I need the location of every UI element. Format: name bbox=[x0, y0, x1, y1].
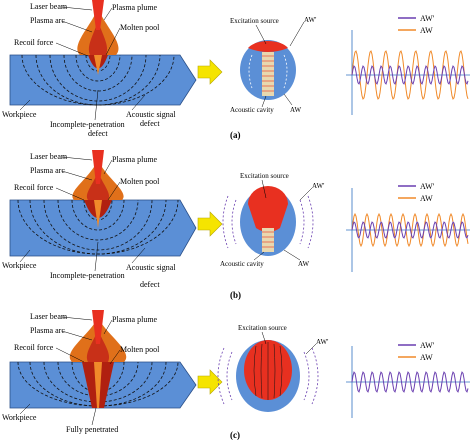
panel-a: Laser beam Plasma arc Plasma plume Molte… bbox=[2, 0, 470, 140]
legend-aw-b: AW bbox=[420, 194, 433, 203]
label-laser-beam-b: Laser beam bbox=[30, 152, 68, 161]
label-molten-pool-c: Molten pool bbox=[120, 345, 160, 354]
excitation-source-b bbox=[248, 186, 288, 232]
label-acoustic-signal-a: Acoustic signal bbox=[126, 110, 176, 119]
panel-b: Laser beam Plasma arc Plasma plume Molte… bbox=[2, 150, 470, 300]
signal-aw-a bbox=[351, 50, 469, 100]
label-aw-b: AW bbox=[298, 260, 309, 268]
excitation-source-a bbox=[248, 40, 288, 52]
legend-aw-prime-a: AW' bbox=[420, 14, 435, 23]
label-plasma-plume-a: Plasma plume bbox=[112, 3, 158, 12]
acoustic-cavity-a bbox=[262, 52, 274, 96]
acoustic-waves-b bbox=[17, 199, 179, 255]
panel-c: Laser beam Plasma arc Plasma plume Molte… bbox=[2, 310, 470, 440]
legend-aw-prime-c: AW' bbox=[420, 341, 435, 350]
laser-beam-a bbox=[92, 0, 104, 30]
radiating-waves-b bbox=[222, 195, 314, 249]
label-workpiece-c: Workpiece bbox=[2, 413, 37, 422]
workpiece-b bbox=[9, 199, 197, 257]
plasma-arc-a bbox=[88, 20, 108, 55]
label-aw-a: AW bbox=[290, 106, 301, 114]
acoustic-cavity-b bbox=[262, 228, 274, 252]
label-acoustic-cavity-a: Acoustic cavity bbox=[230, 106, 274, 114]
label-aw-prime-a: AW' bbox=[304, 16, 316, 24]
laser-beam-b bbox=[92, 150, 104, 184]
label-plasma-arc-c: Plasma arc bbox=[30, 326, 65, 335]
label-plasma-arc-b: Plasma arc bbox=[30, 166, 65, 175]
caption-c: (c) bbox=[230, 430, 240, 440]
label-defect-line1-b: Incomplete-penetration bbox=[50, 271, 125, 280]
label-recoil-force-c: Recoil force bbox=[14, 343, 54, 352]
label-workpiece-a: Workpiece bbox=[2, 110, 37, 119]
arrow-b bbox=[197, 211, 223, 237]
label-defect-line1-a: Incomplete-penetration bbox=[50, 120, 125, 129]
label-defect-line2-b: defect bbox=[140, 280, 160, 289]
label-recoil-force-b: Recoil force bbox=[14, 183, 54, 192]
radiating-waves-c bbox=[217, 347, 319, 405]
label-excitation-source-b: Excitation source bbox=[240, 172, 289, 180]
label-plasma-plume-b: Plasma plume bbox=[112, 155, 158, 164]
legend-aw-c: AW bbox=[420, 353, 433, 362]
label-aw-prime-c: AW' bbox=[316, 338, 328, 346]
label-acoustic-cavity-b: Acoustic cavity bbox=[220, 260, 264, 268]
label-acoustic-signal-b: Acoustic signal bbox=[126, 263, 176, 272]
label-excitation-source-a: Excitation source bbox=[230, 17, 279, 25]
label-workpiece-b: Workpiece bbox=[2, 261, 37, 270]
signal-aw-prime-a bbox=[351, 65, 469, 85]
label-defect-line2-a: defect bbox=[88, 129, 108, 138]
legend-aw-a: AW bbox=[420, 26, 433, 35]
label-laser-beam-a: Laser beam bbox=[30, 2, 68, 11]
label-molten-pool-a: Molten pool bbox=[120, 23, 160, 32]
signal-aw-prime-c bbox=[351, 371, 469, 393]
signal-aw-b bbox=[351, 212, 469, 248]
label-laser-beam-c: Laser beam bbox=[30, 312, 68, 321]
laser-beam-c bbox=[92, 310, 104, 344]
plasma-arc-c bbox=[86, 330, 110, 362]
label-excitation-source-c: Excitation source bbox=[238, 324, 287, 332]
plasma-arc-b bbox=[86, 172, 110, 200]
label-acoustic-signal-defect-a: defect bbox=[140, 119, 160, 128]
label-plasma-plume-c: Plasma plume bbox=[112, 315, 158, 324]
label-fully-penetrated-c: Fully penetrated bbox=[66, 425, 118, 434]
signal-aw-prime-b bbox=[351, 221, 469, 239]
label-recoil-force-a: Recoil force bbox=[14, 38, 54, 47]
arrow-a bbox=[197, 59, 223, 85]
cavity-lines-a bbox=[262, 55, 274, 92]
label-molten-pool-b: Molten pool bbox=[120, 177, 160, 186]
label-plasma-arc-a: Plasma arc bbox=[30, 16, 65, 25]
caption-a: (a) bbox=[230, 130, 241, 140]
label-aw-prime-b: AW' bbox=[312, 182, 324, 190]
arrow-c bbox=[197, 369, 223, 395]
legend-aw-prime-b: AW' bbox=[420, 182, 435, 191]
caption-b: (b) bbox=[230, 290, 241, 300]
